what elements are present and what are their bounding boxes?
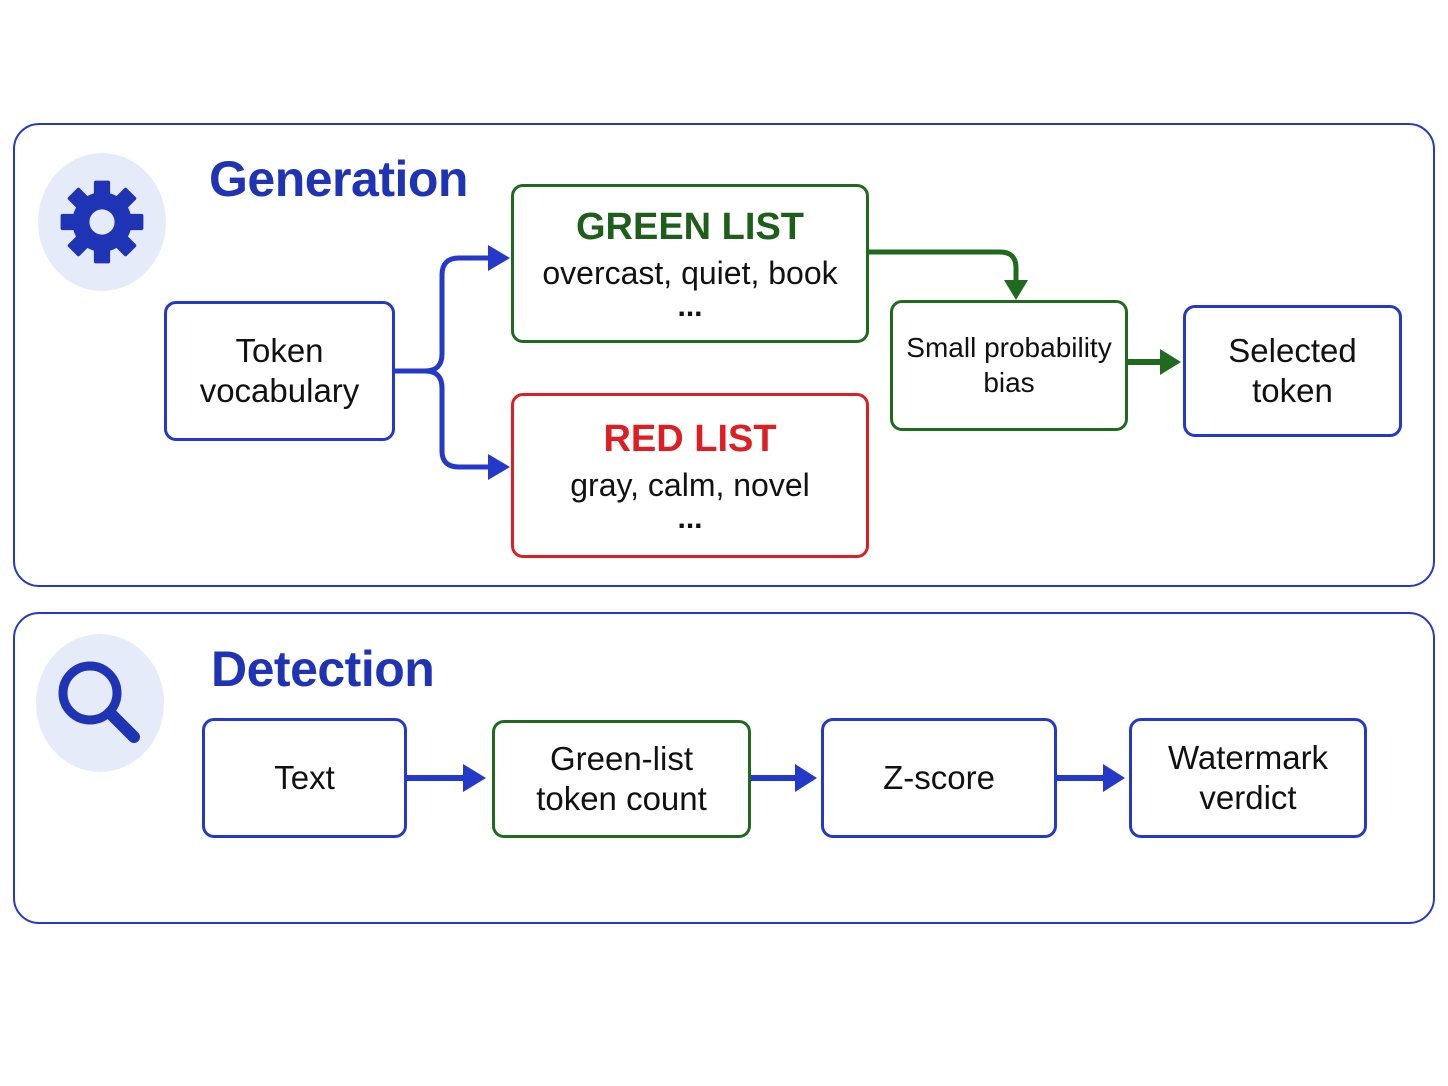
detection-title: Detection — [211, 641, 435, 697]
green-count-label-line-2: token count — [536, 780, 707, 817]
magnifier-icon-badge — [36, 634, 164, 772]
arrowhead-to-zscore — [795, 764, 817, 792]
red-list-items: gray, calm, novel — [570, 467, 810, 504]
selected-token-label-line-2: token — [1252, 372, 1333, 409]
gear-icon — [60, 180, 144, 264]
probability-bias-label-line-1: Small probability — [906, 332, 1112, 364]
red-list-ellipsis: ... — [677, 502, 703, 536]
text-box: Text — [202, 718, 407, 838]
arrowhead-to-verdict — [1103, 764, 1125, 792]
green-list-items: overcast, quiet, book — [542, 255, 838, 292]
verdict-label-line-1: Watermark — [1167, 738, 1329, 776]
generation-title: Generation — [209, 151, 468, 207]
red-list-box: RED LIST gray, calm, novel ... — [511, 393, 869, 558]
verdict-label-line-2: verdict — [1199, 779, 1297, 816]
verdict-box: Watermark verdict — [1129, 718, 1367, 838]
red-list-title: RED LIST — [603, 417, 777, 460]
green-count-box: Green-list token count — [492, 720, 751, 838]
green-count-label-line-1: Green-list — [549, 739, 694, 777]
magnifier-icon — [58, 661, 140, 743]
arrowhead-to-red-list — [488, 454, 510, 480]
vocabulary-fork-connector — [392, 255, 493, 470]
token-vocabulary-label-line-2: vocabulary — [199, 372, 360, 409]
gear-icon-badge — [38, 153, 166, 291]
green-list-box: GREEN LIST overcast, quiet, book ... — [511, 184, 869, 343]
zscore-box: Z-score — [821, 718, 1057, 838]
arrowhead-to-green-list — [488, 245, 510, 271]
arrowhead-to-bias — [1004, 280, 1028, 300]
selected-token-label-line-1: Selected — [1228, 331, 1357, 369]
zscore-label: Z-score — [883, 758, 995, 796]
token-vocabulary-box: Token vocabulary — [164, 301, 395, 441]
probability-bias-box: Small probability bias — [890, 300, 1128, 431]
arrowhead-to-selected-token — [1160, 349, 1181, 375]
green-to-bias-connector — [866, 249, 1019, 285]
probability-bias-label-line-2: bias — [983, 366, 1035, 398]
arrowhead-to-green-count — [463, 764, 486, 792]
text-label: Text — [274, 758, 335, 796]
token-vocabulary-label-line-1: Token — [235, 331, 324, 369]
green-list-ellipsis: ... — [677, 290, 703, 324]
green-list-title: GREEN LIST — [575, 205, 805, 248]
selected-token-box: Selected token — [1183, 305, 1402, 437]
